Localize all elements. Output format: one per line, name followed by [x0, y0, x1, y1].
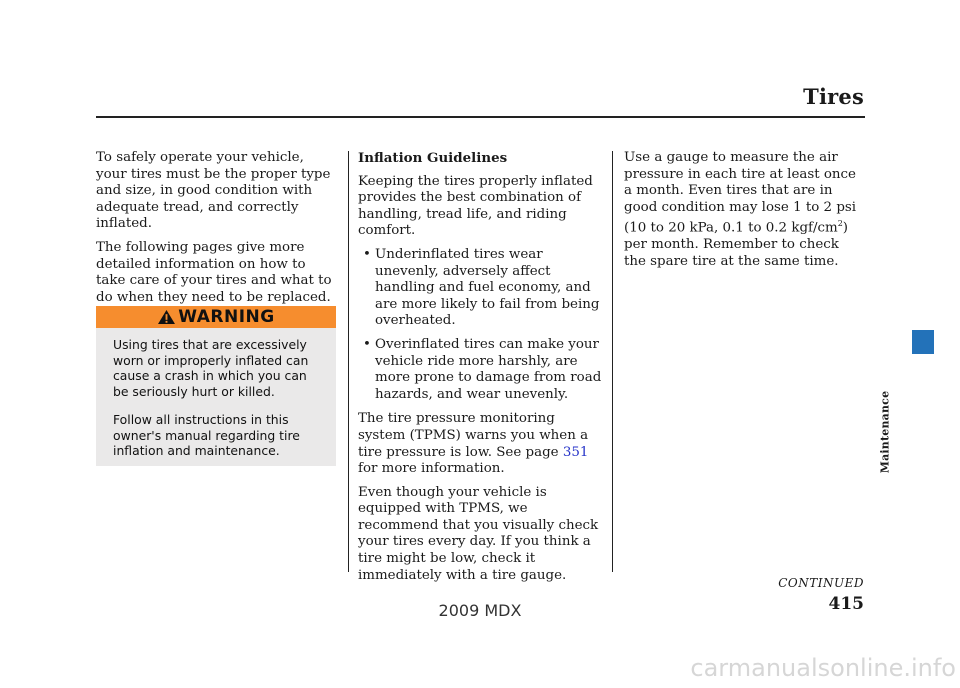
list-item: • Underinflated tires wear unevenly, adv… — [358, 247, 603, 330]
column-divider — [612, 151, 613, 572]
column-gauge: Use a gauge to measure the air pressure … — [624, 150, 864, 278]
column-inflation-guidelines: Inflation Guidelines Keeping the tires p… — [358, 150, 603, 591]
page-title: Tires — [803, 84, 864, 109]
inflation-heading: Inflation Guidelines — [358, 150, 508, 166]
tpms-paragraph: The tire pressure monitoring system (TPM… — [358, 411, 603, 477]
site-watermark: carmanualsonline.info — [690, 654, 956, 682]
superscript-2: 2 — [837, 219, 843, 229]
warning-label: WARNING — [178, 307, 275, 327]
model-footer: 2009 MDX — [438, 601, 522, 620]
section-tab-marker — [912, 330, 934, 354]
bullet-text: Overinflated tires can make your vehicle… — [375, 336, 602, 402]
column-divider — [348, 151, 349, 572]
tpms-text-after: for more information. — [358, 461, 505, 477]
section-tab-label: Maintenance — [878, 390, 892, 474]
warning-triangle-icon — [158, 309, 176, 325]
warning-text-1: Using tires that are excessively worn or… — [113, 337, 309, 399]
gauge-paragraph: Use a gauge to measure the air pressure … — [624, 150, 864, 271]
warning-header: WARNING — [96, 306, 336, 328]
bullet-marker: • — [363, 336, 371, 352]
page-number: 415 — [828, 594, 865, 614]
bullet-text: Underinflated tires wear unevenly, adver… — [375, 246, 600, 329]
gauge-text: Use a gauge to measure the air pressure … — [624, 150, 857, 236]
inflation-bullet-list: • Underinflated tires wear unevenly, adv… — [358, 247, 603, 403]
title-rule — [96, 116, 865, 118]
visual-check-paragraph: Even though your vehicle is equipped wit… — [358, 484, 599, 583]
continued-label: CONTINUED — [778, 576, 864, 590]
warning-body: Using tires that are excessively worn or… — [113, 337, 323, 472]
gauge-text-end: ) per month. Remember to check the spare… — [624, 220, 849, 270]
tpms-text-before: The tire pressure monitoring system (TPM… — [358, 411, 589, 460]
warning-box: WARNING Using tires that are excessively… — [96, 306, 336, 466]
page-351-link[interactable]: 351 — [562, 444, 589, 460]
intro-paragraph-2: The following pages give more detailed i… — [96, 239, 332, 305]
list-item: • Overinflated tires can make your vehic… — [358, 337, 603, 403]
intro-paragraph-1: To safely operate your vehicle, your tir… — [96, 150, 331, 232]
bullet-marker: • — [363, 246, 371, 262]
column-intro: To safely operate your vehicle, your tir… — [96, 150, 336, 313]
warning-text-2: Follow all instructions in this owner's … — [113, 412, 300, 458]
inflation-intro: Keeping the tires properly inflated prov… — [358, 173, 593, 239]
